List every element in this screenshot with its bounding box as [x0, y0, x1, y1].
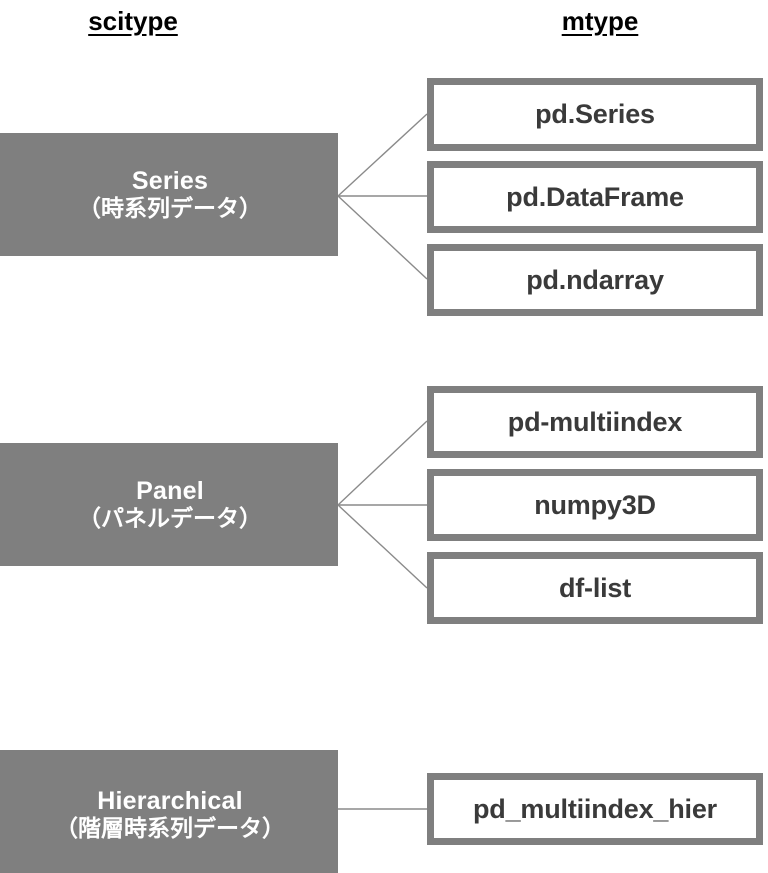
scitype-box-panel[interactable]: Panel （パネルデータ）: [0, 443, 338, 566]
scitype-title-series: Series: [131, 167, 209, 196]
scitype-box-hierarchical[interactable]: Hierarchical （階層時系列データ）: [0, 750, 338, 873]
scitype-subtitle-hierarchical: （階層時系列データ）: [55, 814, 285, 841]
mtype-label-pd-multiindex-hier: pd_multiindex_hier: [473, 793, 717, 824]
scitype-subtitle-series: （時系列データ）: [78, 195, 262, 222]
scitype-title-panel: Panel: [136, 477, 204, 506]
mtype-box-pd-series[interactable]: pd.Series: [427, 78, 763, 151]
connector-series-to-pd-series: [337, 113, 428, 197]
mtype-label-pd-dataframe: pd.DataFrame: [506, 181, 684, 212]
mtype-label-df-list: df-list: [558, 572, 632, 603]
column-header-scitype: scitype: [88, 6, 178, 36]
connector-panel-to-pd-multiindex: [337, 420, 428, 506]
mtype-box-pd-multiindex[interactable]: pd-multiindex: [427, 386, 763, 458]
connector-panel-to-df-list: [337, 504, 428, 589]
mtype-box-pd-ndarray[interactable]: pd.ndarray: [427, 244, 763, 316]
mtype-label-pd-ndarray: pd.ndarray: [526, 264, 664, 295]
mtype-box-numpy3d[interactable]: numpy3D: [427, 469, 763, 541]
mtype-box-pd-multiindex-hier[interactable]: pd_multiindex_hier: [427, 773, 763, 845]
mtype-label-pd-multiindex: pd-multiindex: [507, 406, 683, 437]
mtype-label-numpy3d: numpy3D: [534, 489, 656, 520]
scitype-title-hierarchical: Hierarchical: [97, 786, 243, 815]
column-header-mtype: mtype: [561, 6, 639, 36]
mtype-label-pd-series: pd.Series: [535, 99, 655, 129]
scitype-box-series[interactable]: Series （時系列データ）: [0, 133, 338, 256]
connector-series-to-pd-ndarray: [337, 195, 428, 280]
scitype-subtitle-panel: （パネルデータ）: [78, 505, 262, 532]
mtype-box-pd-dataframe[interactable]: pd.DataFrame: [427, 161, 763, 233]
mtype-box-df-list[interactable]: df-list: [427, 552, 763, 624]
